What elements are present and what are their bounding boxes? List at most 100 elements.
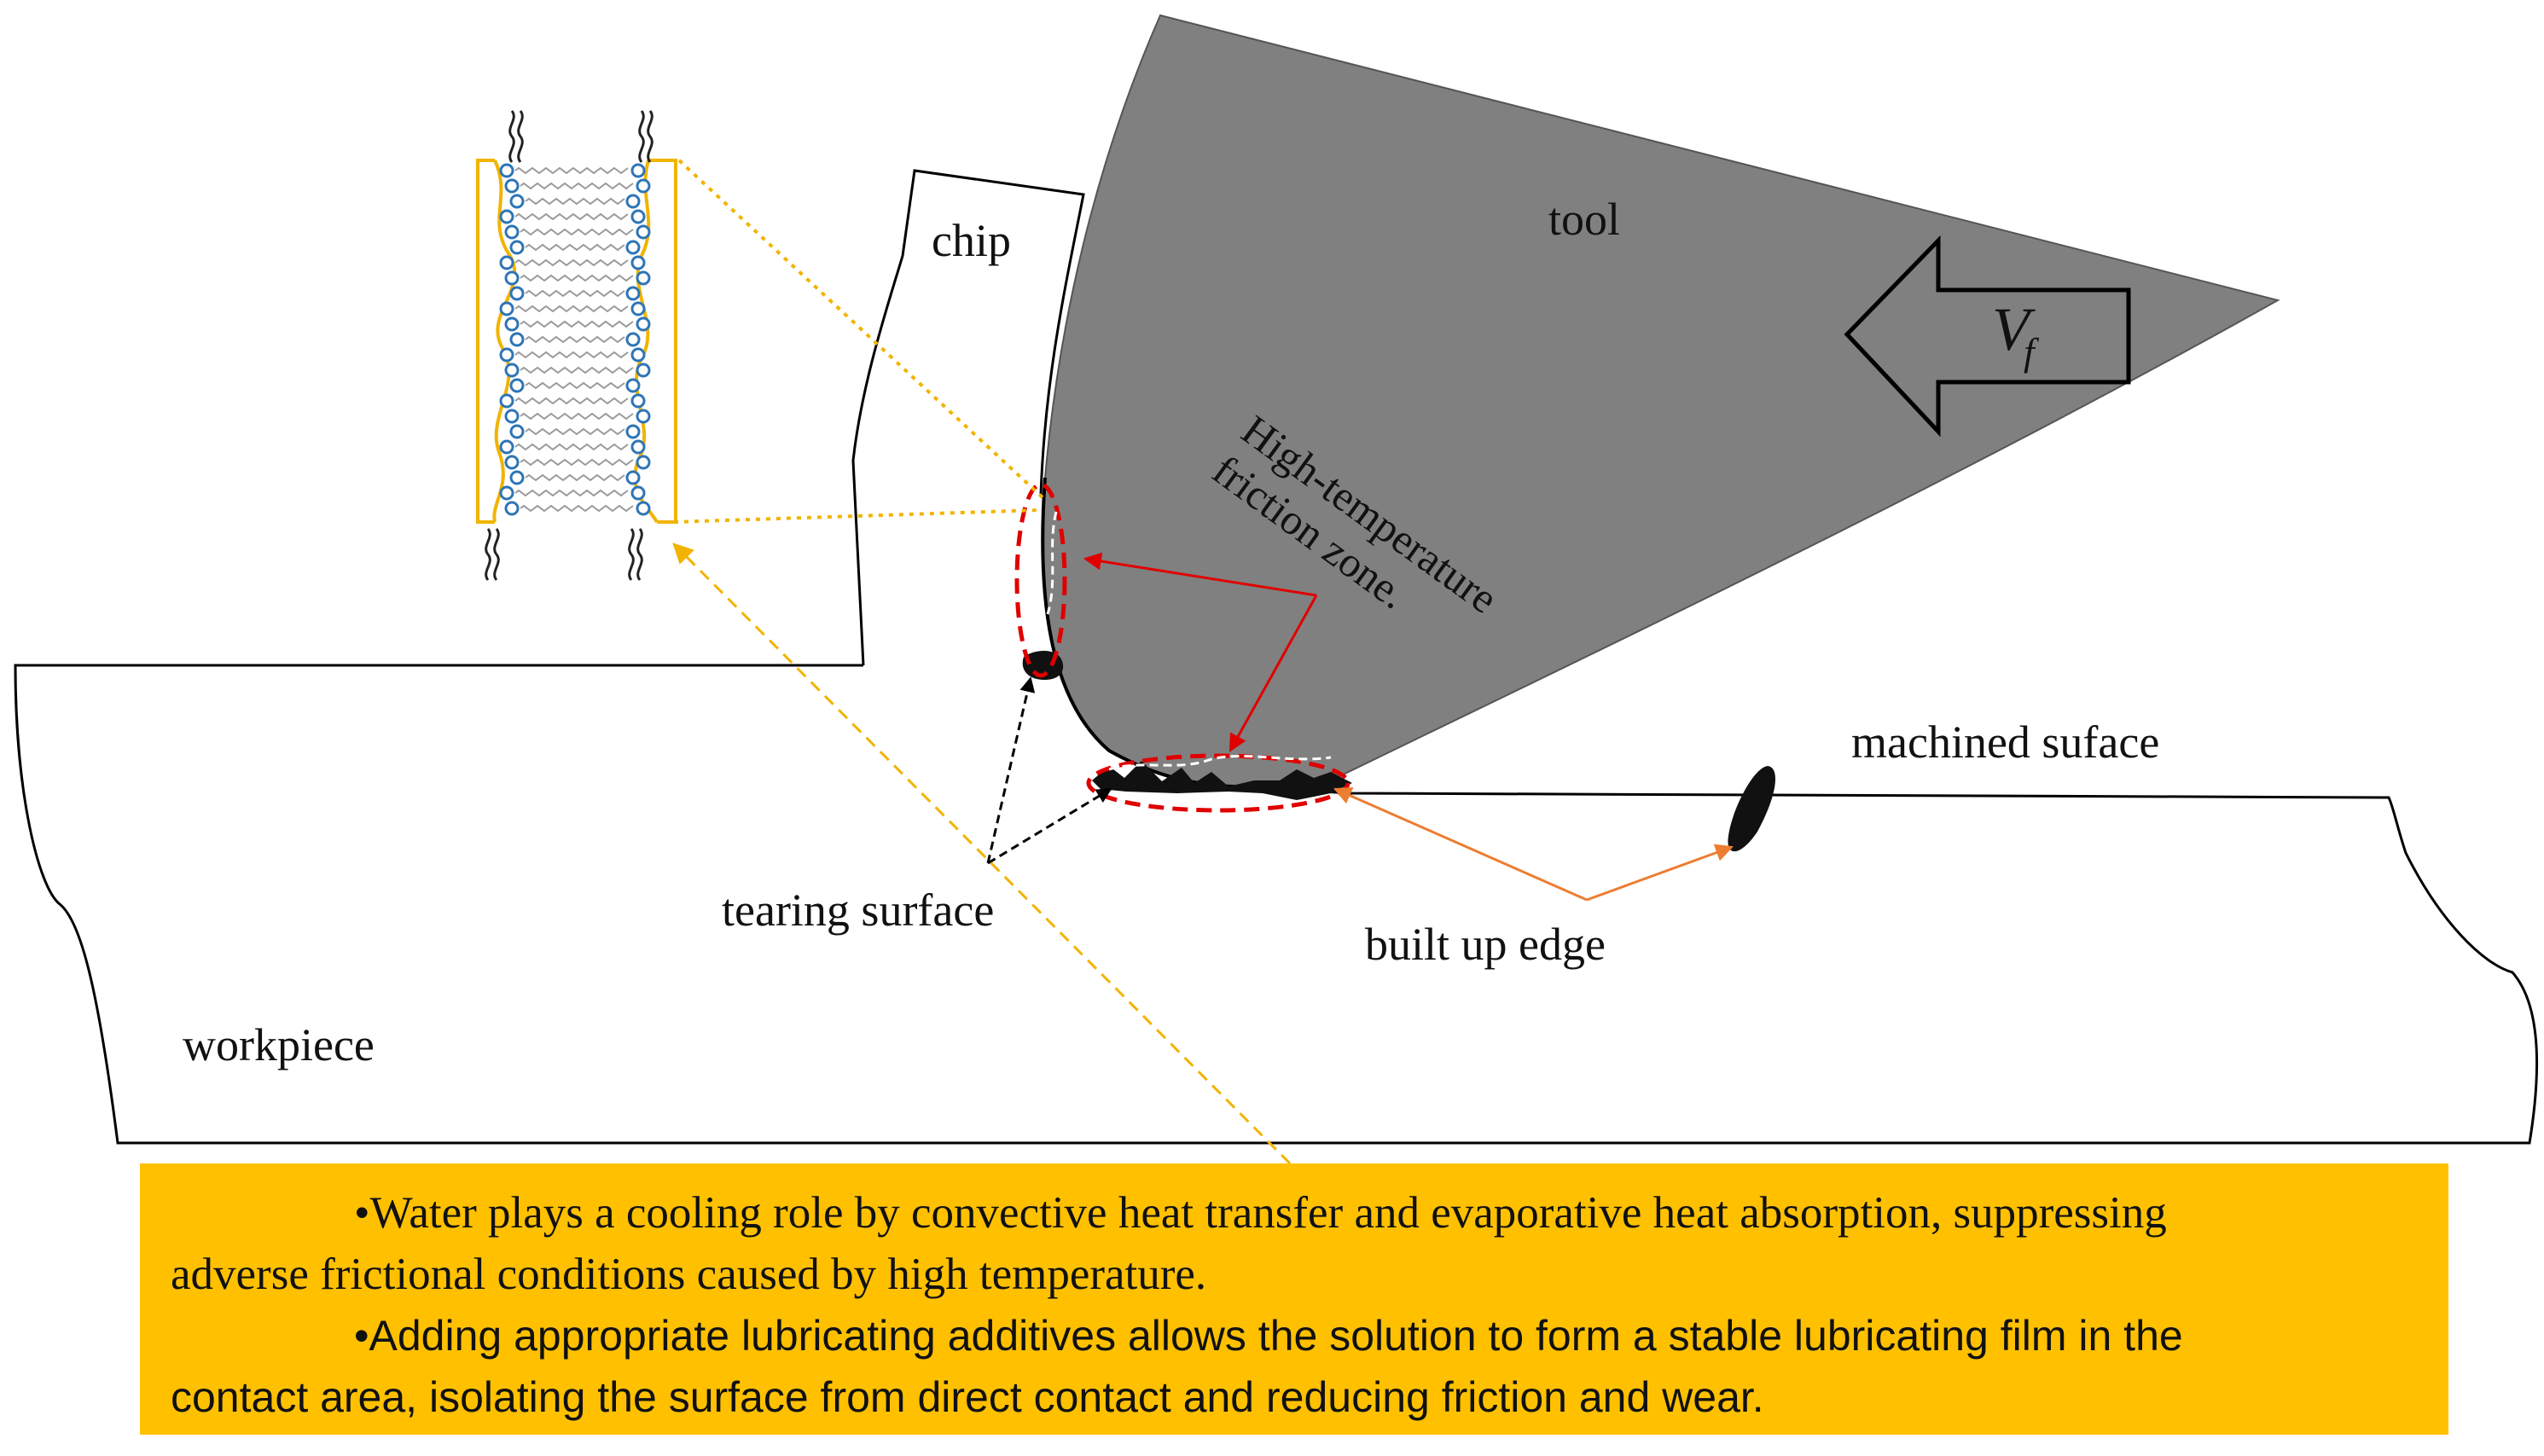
- chip-label: chip: [932, 215, 1011, 266]
- molecule-chain: [525, 243, 625, 252]
- machined-surface-label: machined suface: [1851, 716, 2159, 768]
- workpiece-label: workpiece: [183, 1019, 375, 1070]
- lubricating-film-inset: [476, 110, 677, 581]
- chip-outline: [851, 169, 1085, 666]
- tool-label: tool: [1548, 194, 1620, 245]
- molecule-chain: [520, 320, 634, 328]
- molecule-chain: [520, 366, 634, 374]
- molecule-head: [499, 209, 514, 224]
- molecule-chain: [525, 473, 625, 482]
- molecule-chain: [514, 258, 629, 267]
- molecule-head: [636, 178, 651, 194]
- friction-arrow-rake: [1083, 552, 1317, 597]
- molecule-head: [499, 255, 514, 270]
- molecule-chain: [520, 458, 634, 467]
- tool-body: [1042, 14, 2280, 788]
- wave-icon-bottom-left-2: [493, 528, 500, 581]
- built-up-edge-arrow-tool: [1333, 787, 1588, 902]
- molecule-head: [625, 378, 641, 393]
- friction-zone-highlight-flank: [1086, 753, 1350, 813]
- molecule-head: [504, 409, 520, 424]
- built-up-edge-label: built up edge: [1365, 919, 1606, 970]
- friction-arrow-flank: [1228, 595, 1318, 752]
- molecule-head: [630, 347, 646, 363]
- wave-icon-top-right: [638, 110, 645, 163]
- molecule-chain: [514, 489, 629, 497]
- friction-zone-highlight-rake: [1014, 482, 1067, 678]
- feed-velocity-symbol: V: [1992, 295, 2036, 363]
- molecule-head: [630, 301, 646, 316]
- film-boundary-left: [476, 159, 495, 524]
- wave-icon-top-right-2: [647, 110, 653, 163]
- note-text-1: Water plays a cooling role by convective…: [369, 1188, 2167, 1238]
- molecule-chain: [520, 274, 634, 282]
- tearing-arrow-flank: [987, 787, 1112, 865]
- explanation-note-box: •Water plays a cooling role by convectiv…: [140, 1163, 2448, 1435]
- molecule-head: [509, 332, 525, 347]
- molecule-head: [625, 240, 641, 255]
- molecule-head: [499, 301, 514, 316]
- lubricant-molecules: [499, 163, 651, 516]
- molecule-head: [636, 409, 651, 424]
- molecule-head: [499, 439, 514, 455]
- molecule-head: [504, 178, 520, 194]
- molecule-chain: [520, 504, 634, 513]
- wave-icon-bottom-right-2: [636, 528, 643, 581]
- molecule-head: [630, 439, 646, 455]
- molecule-head: [499, 347, 514, 363]
- molecule-head: [509, 286, 525, 301]
- molecule-head: [630, 393, 646, 409]
- tearing-deposit-flank: [1092, 761, 1352, 800]
- built-up-edge-arrow-surface: [1586, 844, 1734, 902]
- molecule-head: [625, 332, 641, 347]
- molecule-head: [509, 470, 525, 485]
- molecule-head: [499, 485, 514, 501]
- note-text-4: contact area, isolating the surface from…: [171, 1373, 1764, 1421]
- film-trace-flank: [1108, 754, 1332, 771]
- bullet-icon: •: [354, 1188, 370, 1238]
- wave-icon-bottom-left: [485, 528, 491, 581]
- molecule-head: [504, 224, 520, 240]
- molecule-head: [499, 163, 514, 178]
- film-boundary-right: [648, 159, 677, 524]
- wave-icon-top-left: [508, 110, 515, 163]
- built-up-edge-deposit: [1728, 766, 1776, 852]
- molecule-head: [630, 209, 646, 224]
- molecule-chain: [514, 351, 629, 359]
- molecule-chain: [525, 381, 625, 390]
- molecule-chain: [525, 197, 625, 206]
- note-line-4: contact area, isolating the surface from…: [171, 1366, 2418, 1428]
- molecule-head: [504, 316, 520, 332]
- molecule-head: [630, 485, 646, 501]
- molecule-head: [504, 501, 520, 516]
- workpiece-outline: [14, 664, 2539, 1145]
- molecule-head: [625, 286, 641, 301]
- molecule-head: [630, 163, 646, 178]
- molecule-head: [509, 194, 525, 209]
- note-to-inset-arrow: [672, 542, 1292, 1165]
- molecule-head: [499, 393, 514, 409]
- note-line-3: •Adding appropriate lubricating additive…: [171, 1305, 2418, 1366]
- molecule-chain: [525, 335, 625, 344]
- bullet-icon: •: [354, 1312, 369, 1360]
- feed-arrow: [1844, 235, 2131, 438]
- molecule-head: [504, 455, 520, 470]
- molecule-head: [509, 378, 525, 393]
- molecule-chain: [520, 412, 634, 421]
- molecule-head: [509, 240, 525, 255]
- molecule-chain: [514, 443, 629, 451]
- wave-icon-bottom-right: [628, 528, 635, 581]
- molecule-head: [636, 501, 651, 516]
- molecule-chain: [520, 228, 634, 236]
- tearing-surface-label: tearing surface: [722, 885, 994, 936]
- molecule-head: [625, 424, 641, 439]
- molecule-head: [636, 455, 651, 470]
- molecule-chain: [520, 182, 634, 190]
- molecule-head: [625, 470, 641, 485]
- molecule-head: [636, 316, 651, 332]
- molecule-head: [630, 255, 646, 270]
- inset-connector-top: [677, 159, 1046, 501]
- note-text-3: Adding appropriate lubricating additives…: [369, 1312, 2183, 1360]
